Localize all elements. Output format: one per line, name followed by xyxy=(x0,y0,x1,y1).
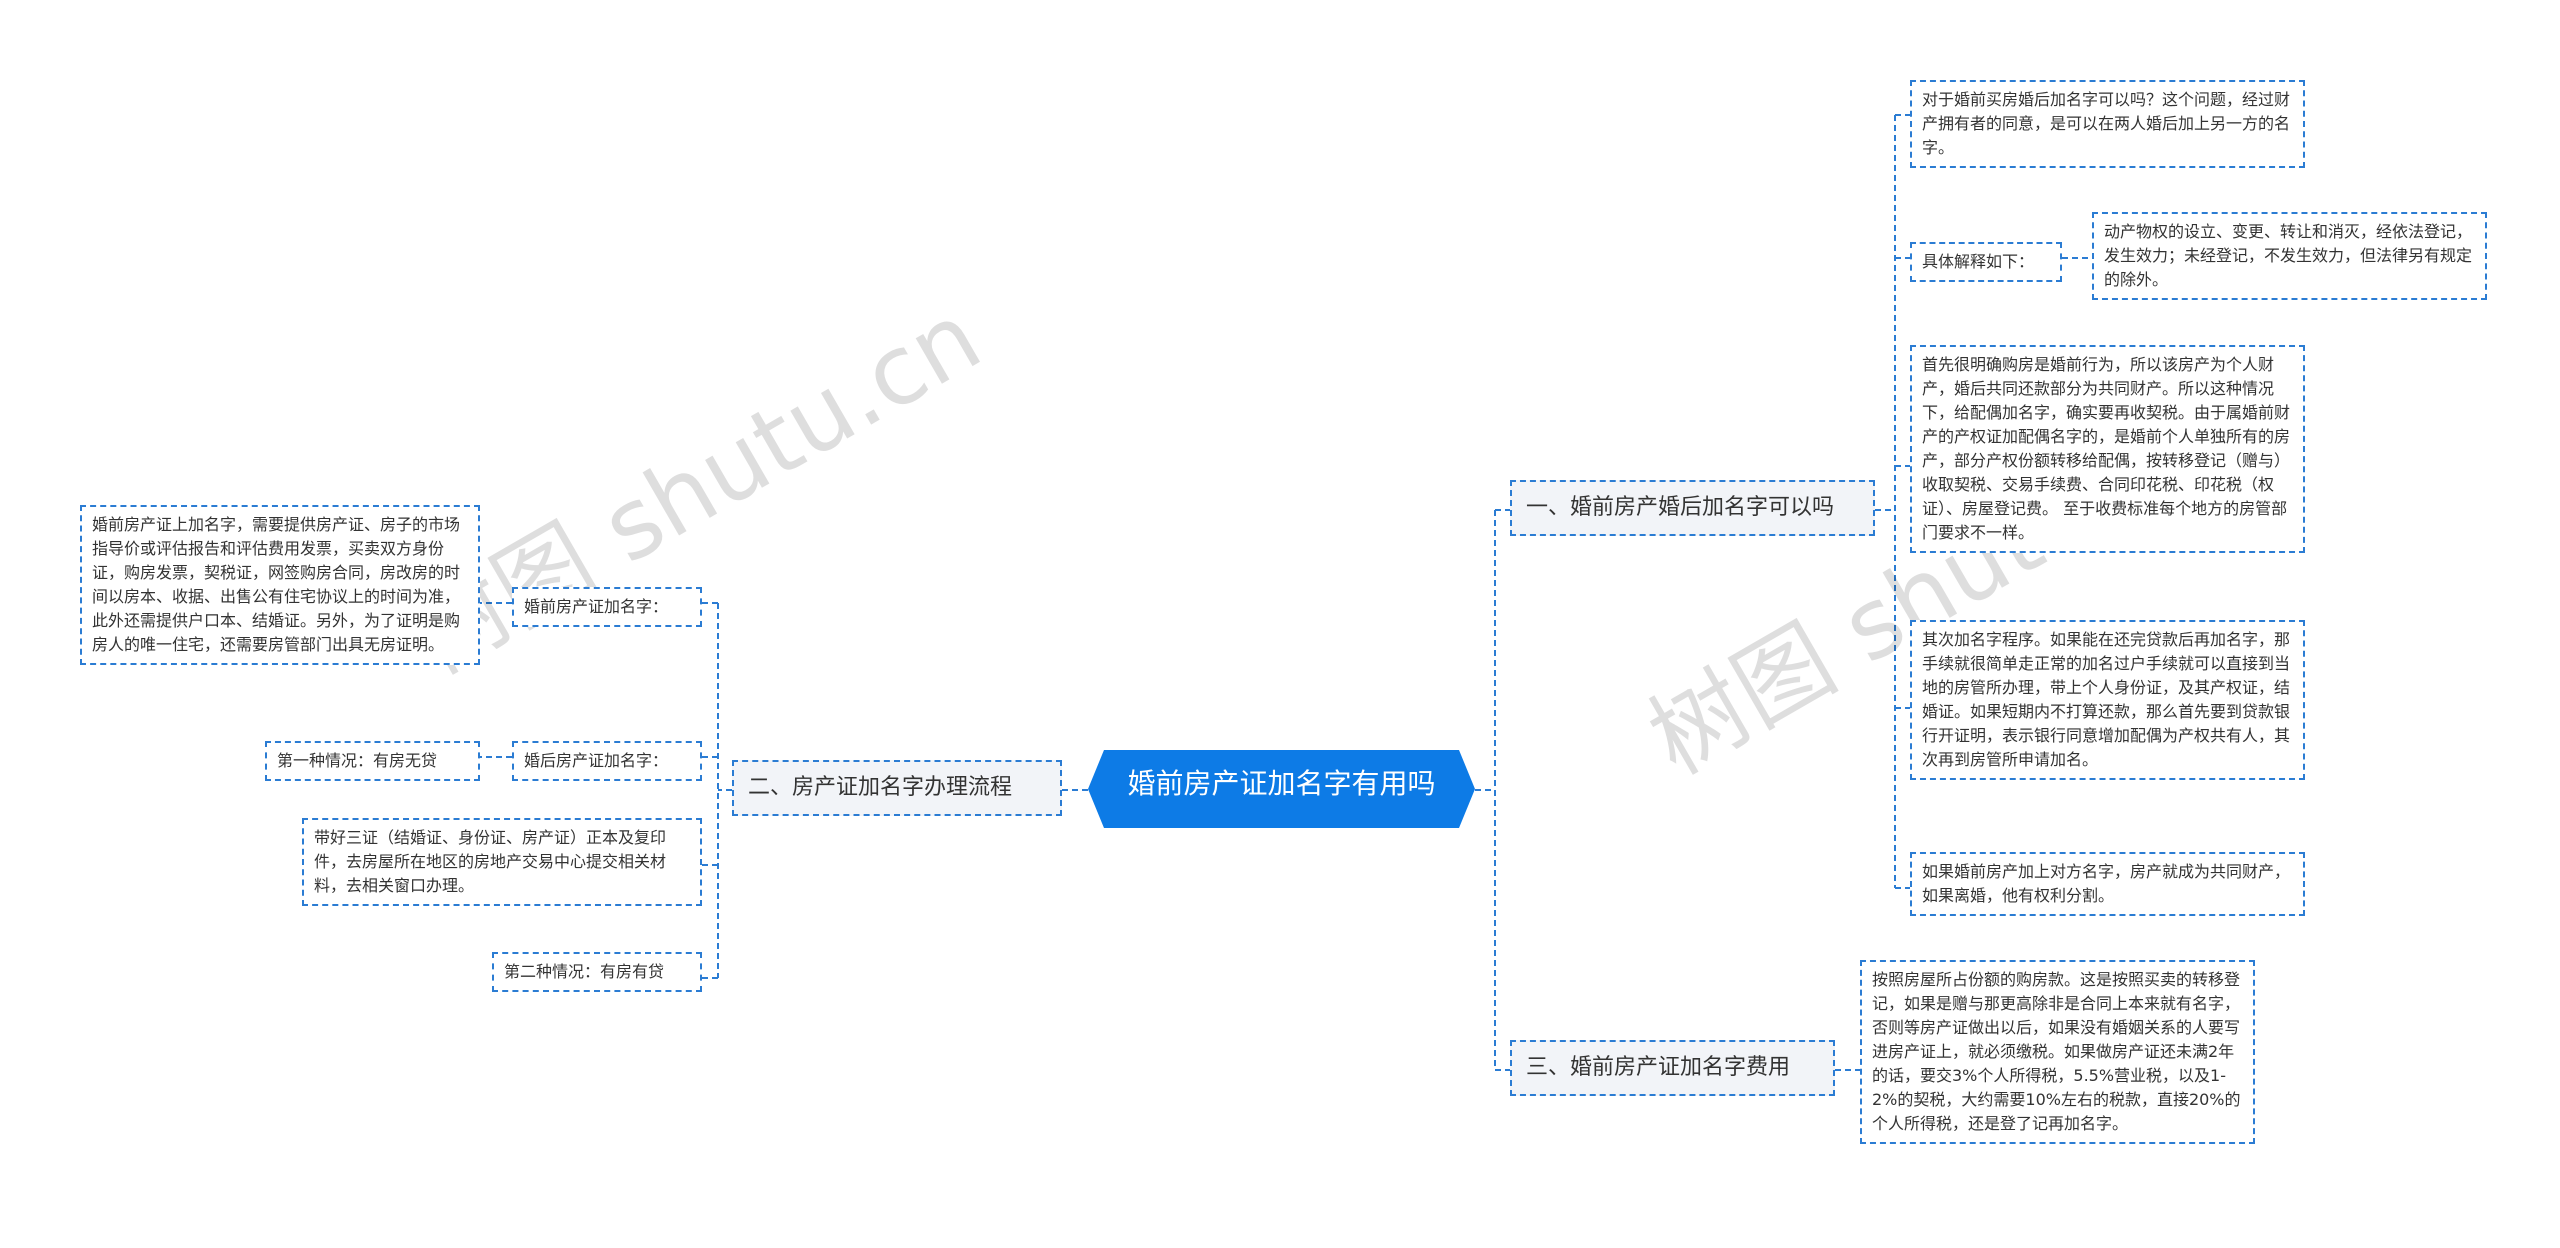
leaf-node[interactable]: 对于婚前买房婚后加名字可以吗？这个问题，经过财产拥有者的同意，是可以在两人婚后加… xyxy=(1910,80,2305,168)
leaf-node[interactable]: 带好三证（结婚证、身份证、房产证）正本及复印件，去房屋所在地区的房地产交易中心提… xyxy=(302,818,702,906)
leaf-node[interactable]: 婚后房产证加名字： xyxy=(512,741,702,781)
leaf-node[interactable]: 婚前房产证上加名字，需要提供房产证、房子的市场指导价或评估报告和评估费用发票，买… xyxy=(80,505,480,665)
branch-3[interactable]: 三、婚前房产证加名字费用 xyxy=(1510,1040,1835,1096)
leaf-node[interactable]: 其次加名字程序。如果能在还完贷款后再加名字，那手续就很简单走正常的加名过户手续就… xyxy=(1910,620,2305,780)
leaf-node[interactable]: 首先很明确购房是婚前行为，所以该房产为个人财产，婚后共同还款部分为共同财产。所以… xyxy=(1910,345,2305,553)
root-topic[interactable]: 婚前房产证加名字有用吗 xyxy=(1088,750,1475,828)
branch-2[interactable]: 二、房产证加名字办理流程 xyxy=(732,760,1062,816)
leaf-node[interactable]: 按照房屋所占份额的购房款。这是按照买卖的转移登记，如果是赠与那更高除非是合同上本… xyxy=(1860,960,2255,1144)
leaf-node[interactable]: 第一种情况：有房无贷 xyxy=(265,741,480,781)
leaf-node[interactable]: 具体解释如下： xyxy=(1910,242,2062,282)
leaf-node[interactable]: 如果婚前房产加上对方名字，房产就成为共同财产，如果离婚，他有权利分割。 xyxy=(1910,852,2305,916)
leaf-node[interactable]: 第二种情况：有房有贷 xyxy=(492,952,702,992)
branch-1[interactable]: 一、婚前房产婚后加名字可以吗 xyxy=(1510,480,1875,536)
leaf-node[interactable]: 婚前房产证加名字： xyxy=(512,587,702,627)
leaf-node[interactable]: 动产物权的设立、变更、转让和消灭，经依法登记，发生效力；未经登记，不发生效力，但… xyxy=(2092,212,2487,300)
